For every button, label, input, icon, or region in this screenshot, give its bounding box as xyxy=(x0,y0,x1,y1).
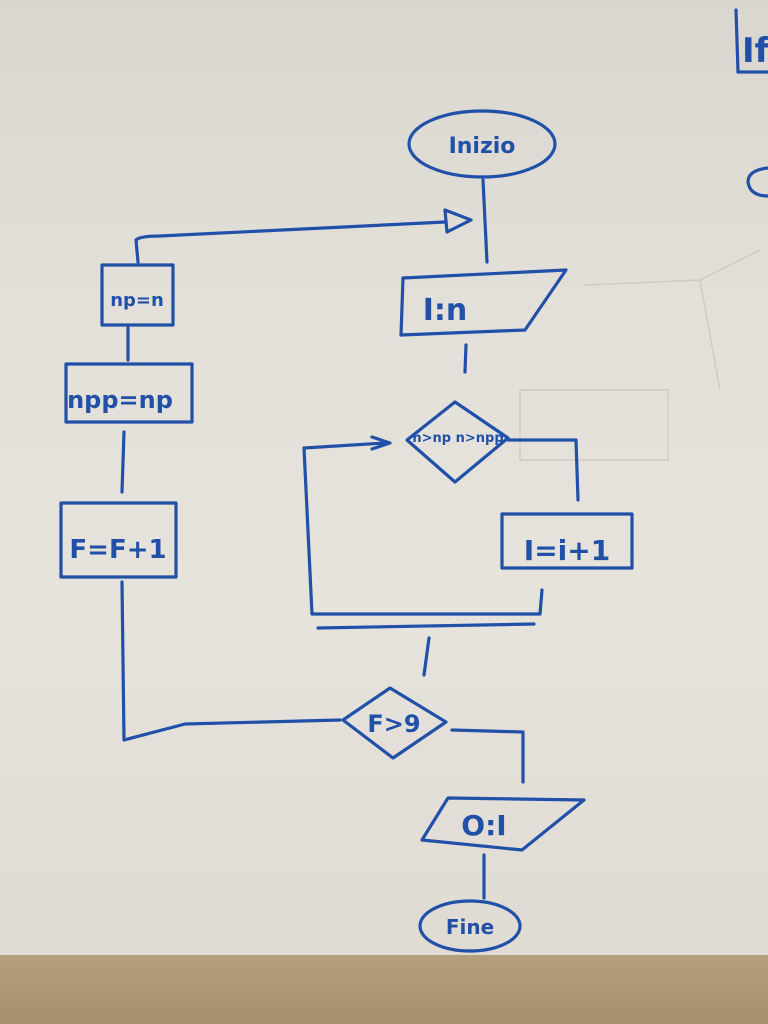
loop-condition-label: n>np n>npp xyxy=(412,431,503,446)
connector-f-decision xyxy=(120,580,342,742)
increment-f-label: F=F+1 xyxy=(69,535,166,565)
output-label: O:I xyxy=(461,809,506,842)
loop-condition-text: n>np n>npp xyxy=(412,431,503,446)
start-label: Inizio xyxy=(449,134,516,159)
arrowhead-loop-back xyxy=(370,435,392,451)
decision-diamond xyxy=(341,686,448,760)
connector-decision-output xyxy=(450,728,525,784)
input-parallelogram xyxy=(399,268,568,337)
margin-note-text: If xyxy=(742,31,768,71)
connector-start-input xyxy=(481,178,489,264)
decision-label: F>9 xyxy=(367,710,420,738)
input-parallelogram-left xyxy=(399,276,405,337)
connector-loop-return xyxy=(134,220,447,264)
connector-input-condition xyxy=(463,343,468,374)
end-label: Fine xyxy=(446,915,494,939)
connector-loop-back xyxy=(302,441,544,616)
end-terminal xyxy=(418,899,522,953)
assign-npp-box xyxy=(64,362,194,424)
table-surface xyxy=(0,955,768,1024)
loop-exit-line xyxy=(316,622,536,630)
loop-condition-diamond xyxy=(405,400,510,484)
assign-np-box xyxy=(100,263,175,327)
connector-npp-f xyxy=(120,430,126,494)
faint-erased-lines xyxy=(584,249,761,391)
arrowhead-loop-return xyxy=(443,208,473,234)
margin-box-edge xyxy=(734,8,740,74)
connector-condition-increment xyxy=(506,438,580,502)
increment-i-box xyxy=(500,512,634,570)
start-terminal xyxy=(407,109,557,179)
increment-f-box xyxy=(59,501,178,579)
connector-loop-decision xyxy=(422,636,431,677)
assign-np-label: np=n xyxy=(110,290,164,311)
increment-i-label: I=i+1 xyxy=(524,534,610,567)
output-parallelogram xyxy=(420,796,586,852)
assign-npp-label: npp=np xyxy=(67,386,173,414)
faint-erased-box xyxy=(519,389,669,461)
input-label: I:n xyxy=(423,293,468,328)
margin-partial-oval xyxy=(746,166,768,198)
